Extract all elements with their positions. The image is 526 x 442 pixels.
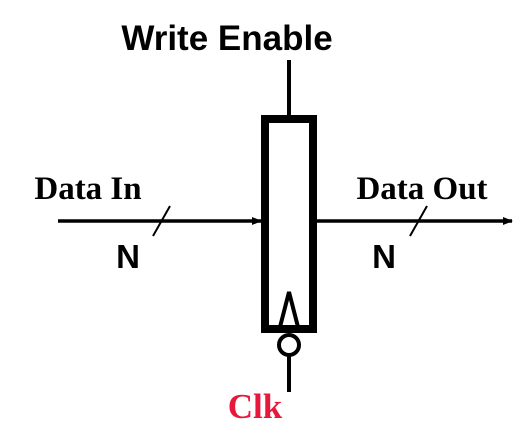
register-block: [261, 115, 317, 333]
write-enable-label: Write Enable: [121, 19, 332, 58]
data-out-bus-slash: [409, 205, 428, 237]
clock-inversion-bubble: [277, 333, 301, 357]
data-in-bus-slash: [152, 205, 171, 237]
data-in-label: Data In: [34, 171, 141, 207]
data-out-label: Data Out: [356, 171, 487, 207]
clock-label: Clk: [228, 387, 283, 426]
data-in-bus-width-label: N: [116, 238, 140, 275]
clock-edge-symbol: [278, 291, 300, 328]
data-out-bus-width-label: N: [372, 238, 396, 275]
